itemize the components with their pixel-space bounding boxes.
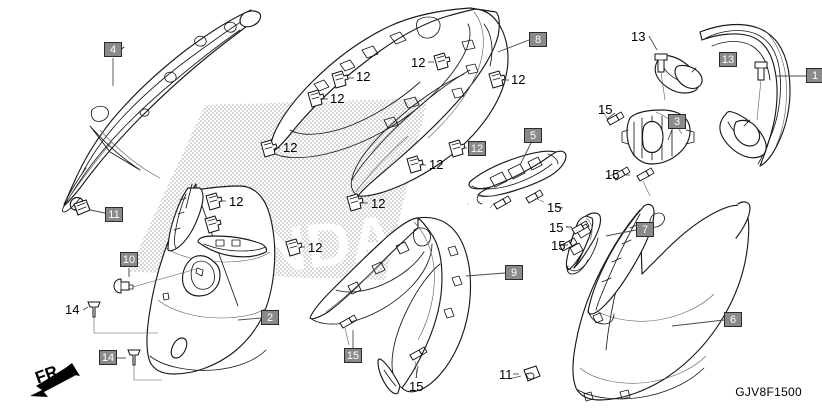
callout-number[interactable]: 15 bbox=[549, 220, 564, 235]
callout-chip[interactable]: 5 bbox=[524, 128, 542, 143]
callout-number[interactable]: 15 bbox=[605, 167, 620, 182]
callout-number[interactable]: 12 bbox=[356, 69, 371, 84]
bolt-15-part9-bottom bbox=[409, 346, 428, 379]
callout-chip[interactable]: 8 bbox=[529, 32, 547, 47]
callout-chip[interactable]: 14 bbox=[99, 350, 117, 365]
callout-chip[interactable]: 13 bbox=[719, 52, 737, 67]
callout-number[interactable]: 15 bbox=[551, 238, 566, 253]
callout-number[interactable]: 12 bbox=[330, 91, 345, 106]
callout-number[interactable]: 12 bbox=[511, 72, 526, 87]
callout-chip[interactable]: 15 bbox=[344, 348, 362, 363]
part-3-bracket bbox=[621, 109, 695, 165]
callout-chip[interactable]: 6 bbox=[724, 312, 742, 327]
callout-number[interactable]: 14 bbox=[65, 302, 80, 317]
callout-number[interactable]: 15 bbox=[547, 200, 562, 215]
bolt-15-set-part7 bbox=[559, 220, 590, 252]
callout-chip[interactable]: 10 bbox=[120, 252, 138, 267]
callout-chip[interactable]: 1 bbox=[806, 68, 822, 83]
callout-number[interactable]: 12 bbox=[411, 55, 426, 70]
fr-direction-arrow bbox=[30, 363, 80, 397]
bolt-15-set-part3 bbox=[601, 109, 655, 197]
callout-chip[interactable]: 11 bbox=[105, 207, 123, 222]
part-1-grab-rail bbox=[654, 23, 791, 167]
callout-number[interactable]: 15 bbox=[598, 102, 613, 117]
bolt-15-part9-left bbox=[339, 314, 358, 346]
callout-chip[interactable]: 7 bbox=[636, 222, 654, 237]
bolt-14-upper bbox=[87, 301, 158, 334]
part-8-rear-cover bbox=[270, 7, 509, 197]
clip-12-part2 bbox=[204, 215, 222, 234]
callout-chip[interactable]: 12 bbox=[468, 141, 486, 156]
callout-number[interactable]: 12 bbox=[283, 140, 298, 155]
callout-number[interactable]: 13 bbox=[631, 29, 646, 44]
callout-chip[interactable]: 9 bbox=[505, 265, 523, 280]
callout-chip[interactable]: 3 bbox=[668, 114, 686, 129]
callout-number[interactable]: 11 bbox=[499, 367, 513, 382]
part-2-front-cover bbox=[146, 183, 276, 375]
callout-chip[interactable]: 4 bbox=[104, 42, 122, 57]
part-number-text: GJV8F1500 bbox=[735, 385, 802, 399]
bolt-10 bbox=[113, 268, 197, 294]
clip-12-group bbox=[205, 52, 509, 257]
part-6-side-cover bbox=[572, 201, 751, 402]
bolt-13-left bbox=[654, 53, 668, 101]
part-9-tail-cowl bbox=[309, 203, 472, 395]
callout-number[interactable]: 15 bbox=[409, 379, 424, 394]
callout-number[interactable]: 12 bbox=[429, 157, 444, 172]
callout-number[interactable]: 12 bbox=[308, 240, 323, 255]
part-5-rear-strip bbox=[468, 150, 567, 205]
callout-number[interactable]: 12 bbox=[371, 196, 386, 211]
clip-11-lower bbox=[513, 365, 541, 382]
bolt-13-right bbox=[754, 61, 768, 121]
callout-chip[interactable]: 2 bbox=[261, 310, 279, 325]
bolt-15-set-part5 bbox=[489, 189, 545, 210]
callout-number[interactable]: 12 bbox=[229, 194, 244, 209]
part-7-side-strip bbox=[565, 212, 602, 275]
